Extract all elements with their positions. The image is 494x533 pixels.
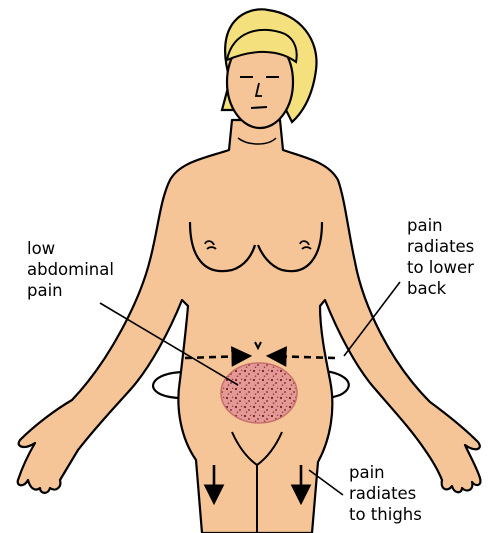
label-line: to lower	[407, 257, 474, 278]
label-line: pain	[407, 215, 474, 236]
label-line: low	[27, 238, 114, 259]
head	[222, 9, 317, 128]
label-line: to thighs	[349, 504, 422, 525]
mouth	[251, 107, 267, 108]
label-low-abdominal-pain: low abdominal pain	[27, 238, 114, 301]
label-pain-radiates-thighs: pain radiates to thighs	[349, 462, 422, 525]
label-line: pain	[27, 280, 114, 301]
label-line: pain	[349, 462, 422, 483]
label-line: abdominal	[27, 259, 114, 280]
label-line: radiates	[407, 236, 474, 257]
label-line: radiates	[349, 483, 422, 504]
pain-area	[221, 363, 297, 423]
label-line: back	[407, 278, 474, 299]
label-pain-radiates-lower-back: pain radiates to lower back	[407, 215, 474, 299]
